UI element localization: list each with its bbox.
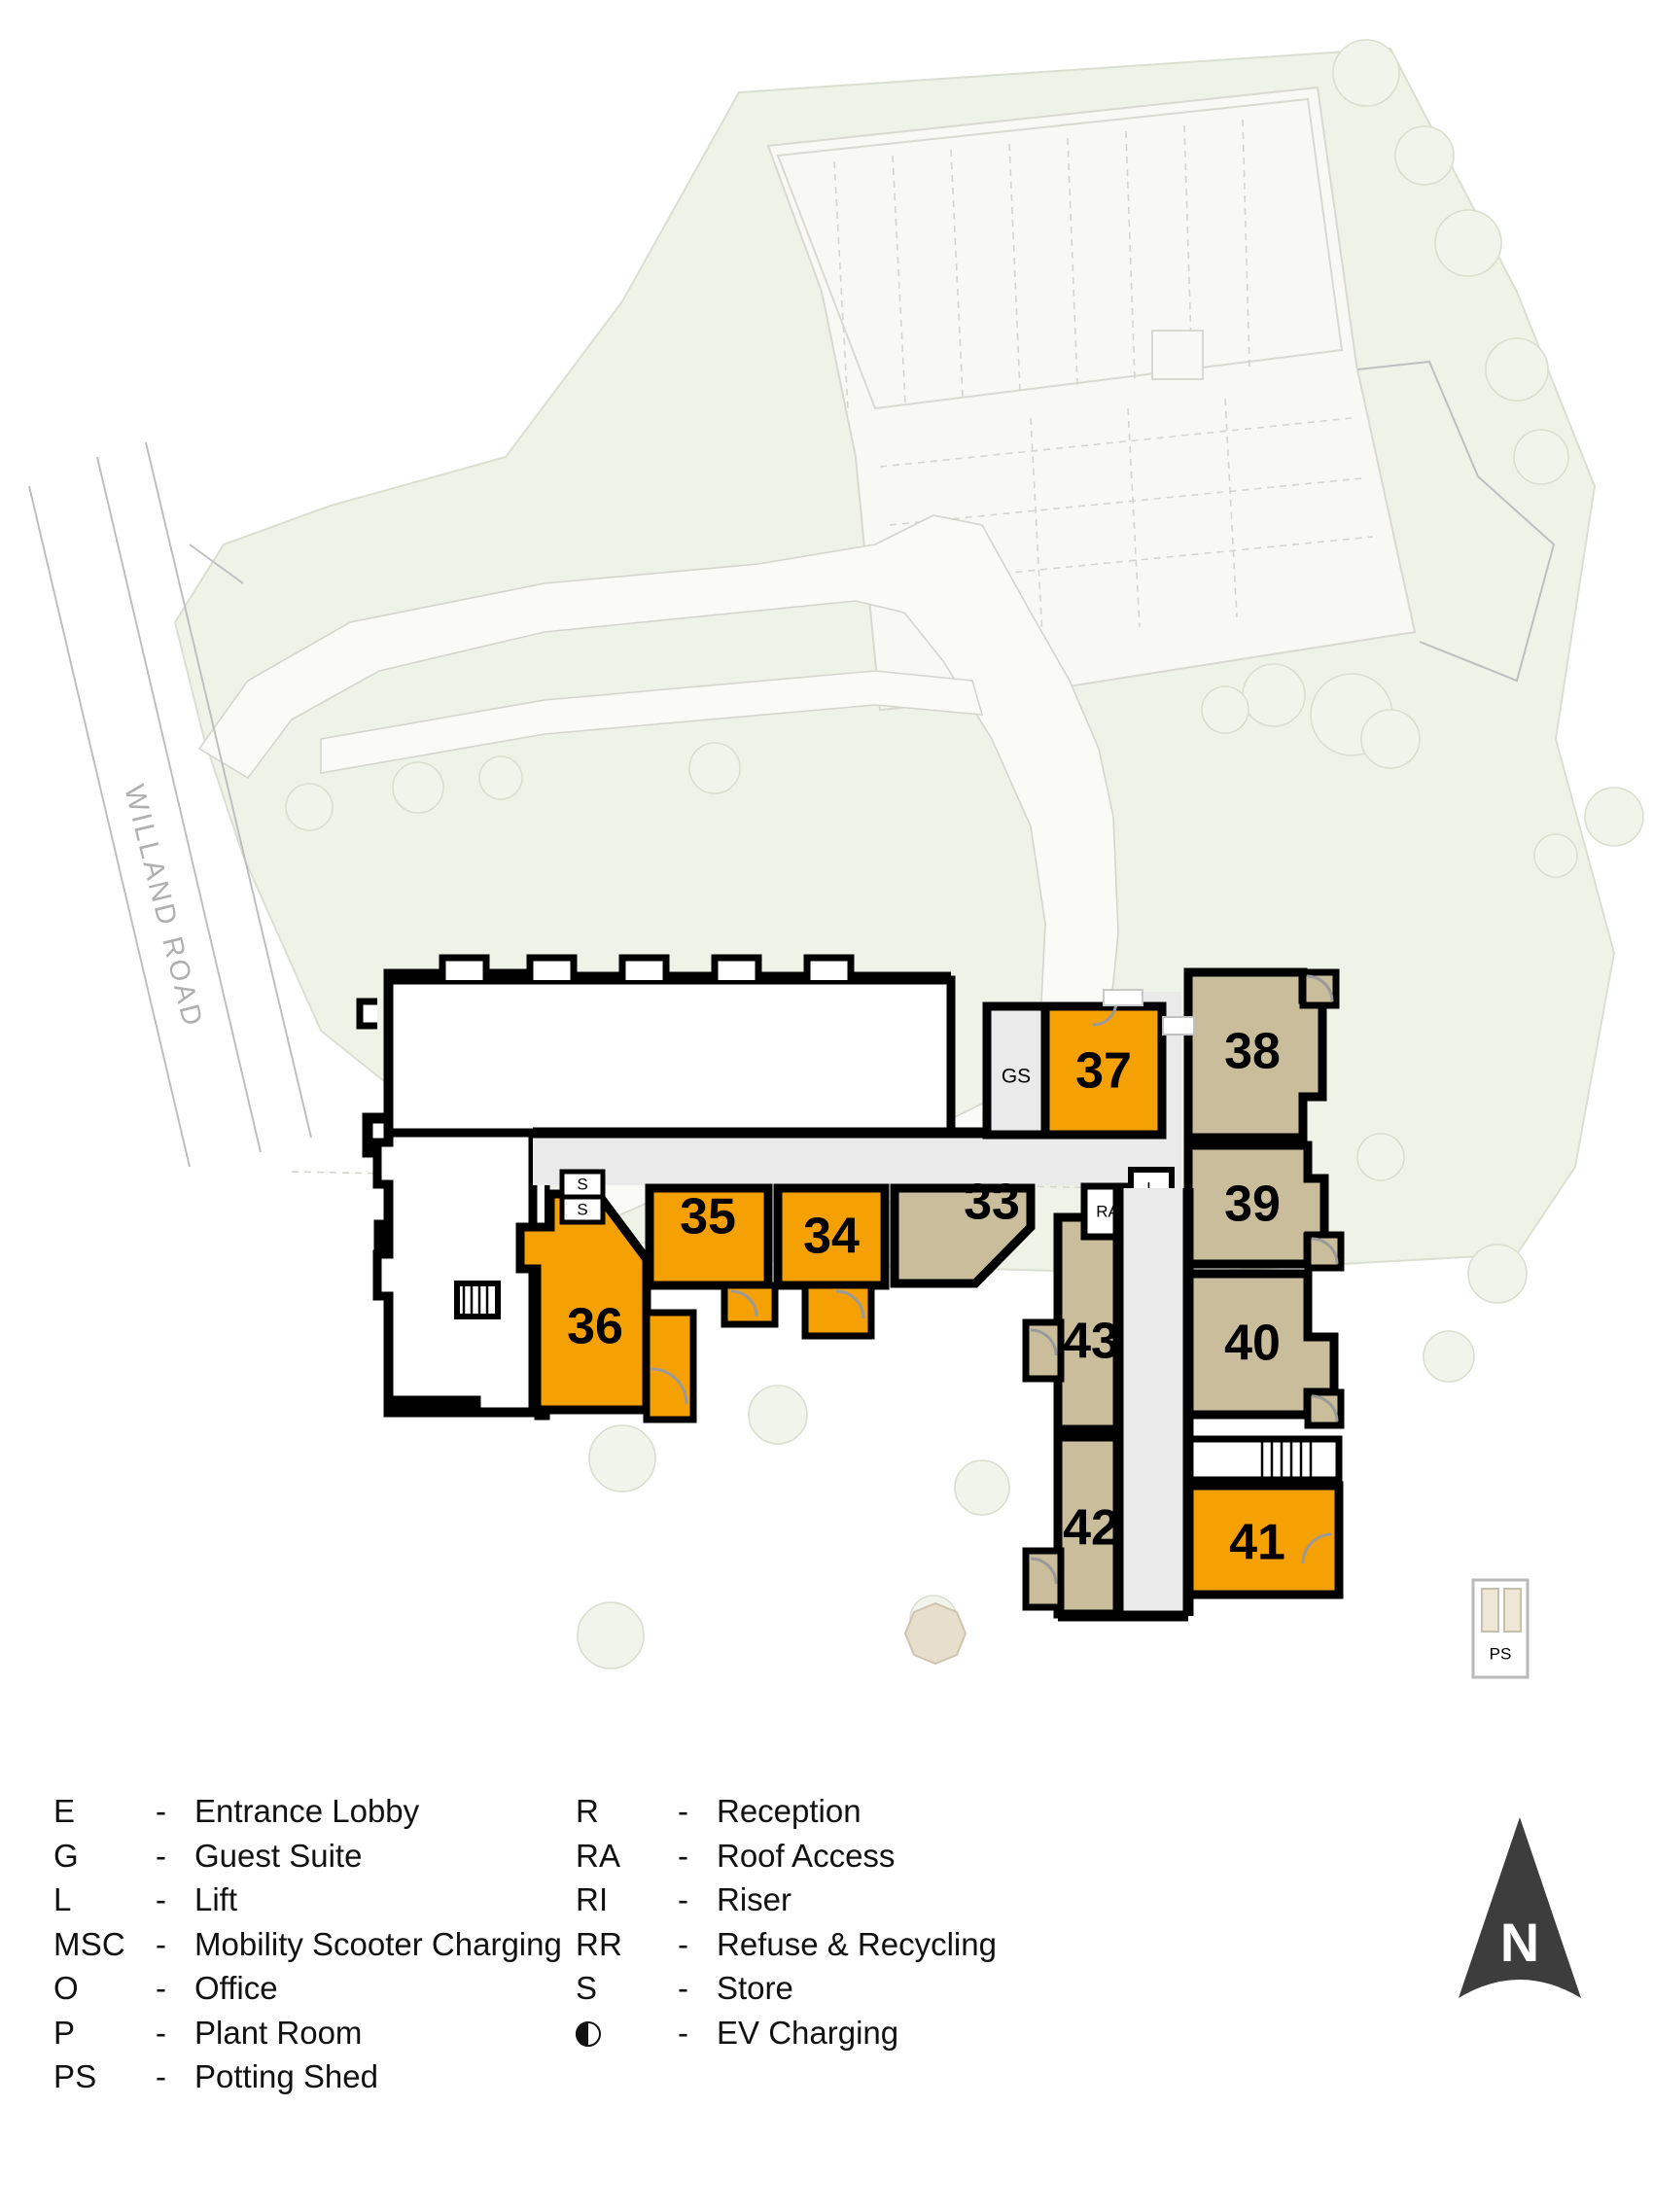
legend-dash: -: [678, 1837, 688, 1874]
legend-dash: -: [678, 2014, 688, 2051]
north-arrow: N: [1437, 1813, 1602, 2022]
legend-dash: -: [678, 1881, 688, 1917]
marker-gs-label: GS: [1002, 1066, 1031, 1088]
willand-road-text: WILLAND ROAD: [118, 782, 208, 1032]
legend-row: RI - Riser: [576, 1878, 997, 1922]
unit-43-label: 43: [1063, 1314, 1119, 1370]
legend-dash: -: [156, 1970, 166, 2006]
legend-dash: -: [156, 2058, 166, 2094]
legend-description: Entrance Lobby: [194, 1793, 420, 1829]
legend-row: P - Plant Room: [53, 2011, 562, 2055]
legend-row: E - Entrance Lobby: [53, 1789, 562, 1834]
legend-description: Lift: [194, 1881, 238, 1917]
legend-description: Refuse & Recycling: [717, 1925, 997, 1962]
legend-abbr: [576, 2011, 678, 2054]
legend-description: Reception: [717, 1793, 862, 1829]
unit-39-label: 39: [1224, 1176, 1281, 1233]
marker-s-lower-label: S: [577, 1200, 587, 1218]
unit-42-label: 42: [1063, 1500, 1119, 1557]
legend-abbr: G: [53, 1837, 79, 1874]
legend-abbr: S: [576, 1970, 598, 2006]
unit-33-label: 33: [964, 1175, 1020, 1231]
legend-row: PS - Potting Shed: [53, 2054, 562, 2099]
legend-dash: -: [156, 2014, 166, 2051]
legend-abbr: PS: [53, 2058, 97, 2094]
legend-abbr: RR: [576, 1925, 623, 1962]
legend-row: O - Office: [53, 1966, 562, 2011]
unit-35-label: 35: [680, 1189, 736, 1246]
legend-abbr: E: [53, 1793, 76, 1829]
legend-abbr: RA: [576, 1837, 621, 1874]
legend-row: RA - Roof Access: [576, 1834, 997, 1878]
legend-row: RR - Refuse & Recycling: [576, 1922, 997, 1967]
legend-dash: -: [156, 1925, 166, 1962]
legend-description: Store: [717, 1970, 793, 2006]
legend-abbr: MSC: [53, 1925, 125, 1962]
marker-s-upper-label: S: [577, 1175, 587, 1193]
legend-description: Office: [194, 1970, 278, 2006]
site-plan: .land{fill:#EFF2E7;stroke:#DADFD0;stroke…: [28, 39, 1644, 1679]
legend-description: Potting Shed: [194, 2058, 378, 2094]
unit-37-label: 37: [1075, 1043, 1132, 1100]
legend-row: S - Store: [576, 1966, 997, 2011]
legend-dash: -: [678, 1970, 688, 2006]
north-arrow-letter: N: [1499, 1912, 1540, 1973]
legend-description: Plant Room: [194, 2014, 363, 2051]
legend-column-right: R - Reception RA - Roof Access RI - Rise…: [576, 1789, 997, 2054]
legend-column-left: E - Entrance Lobby G - Guest Suite L - L…: [53, 1789, 562, 2099]
legend-description: Roof Access: [717, 1837, 896, 1874]
unit-34-label: 34: [803, 1209, 860, 1265]
unit-40-label: 40: [1224, 1316, 1281, 1372]
legend-row: L - Lift: [53, 1878, 562, 1922]
potting-shed-label: PS: [1490, 1644, 1512, 1663]
legend-dash: -: [678, 1925, 688, 1962]
legend-description: Guest Suite: [194, 1837, 363, 1874]
ev-charging-icon: [576, 2020, 601, 2047]
unit-38-label: 38: [1224, 1024, 1281, 1080]
marker-l-label: L: [1146, 1178, 1155, 1197]
unit-36-label: 36: [567, 1299, 623, 1355]
legend-abbr: O: [53, 1970, 79, 2006]
unit-35-shape: [645, 1183, 773, 1290]
legend-description: Mobility Scooter Charging: [194, 1925, 562, 1962]
legend-description: Riser: [717, 1881, 792, 1917]
unit-41-label: 41: [1229, 1515, 1285, 1571]
legend-abbr: R: [576, 1793, 600, 1829]
legend-description: EV Charging: [717, 2014, 899, 2051]
legend-row: - EV Charging: [576, 2011, 997, 2055]
vegetation: [285, 39, 1644, 1669]
legend-dash: -: [156, 1837, 166, 1874]
legend-row: G - Guest Suite: [53, 1834, 562, 1878]
road-label: WILLAND ROAD: [118, 782, 208, 1032]
legend-abbr: P: [53, 2014, 76, 2051]
legend-dash: -: [156, 1793, 166, 1829]
legend-abbr: RI: [576, 1881, 609, 1917]
north-arrow-shape: [1459, 1817, 1581, 1998]
residential-building: GS 37 38 39 40 41 43: [356, 954, 1345, 1622]
legend: E - Entrance Lobby G - Guest Suite L - L…: [0, 1789, 1653, 2094]
legend-dash: -: [678, 1793, 688, 1829]
potting-shed: PS: [1471, 1578, 1530, 1679]
legend-dash: -: [156, 1881, 166, 1917]
legend-abbr: L: [53, 1881, 72, 1917]
legend-row: R - Reception: [576, 1789, 997, 1834]
legend-row: MSC - Mobility Scooter Charging: [53, 1922, 562, 1967]
